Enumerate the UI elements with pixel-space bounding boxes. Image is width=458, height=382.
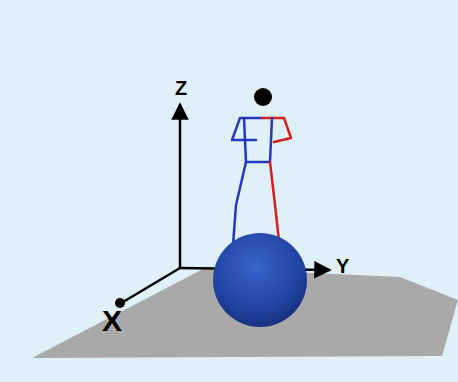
torso — [244, 118, 272, 162]
left-arm — [232, 118, 262, 140]
z-axis — [179, 104, 182, 268]
right-arm — [262, 118, 291, 142]
axis-label-y: Y — [336, 256, 349, 276]
sphere — [213, 233, 307, 327]
x-axis — [118, 268, 180, 305]
axis-label-x: X — [102, 306, 122, 336]
head — [254, 88, 272, 106]
axis-label-z: Z — [175, 78, 187, 98]
